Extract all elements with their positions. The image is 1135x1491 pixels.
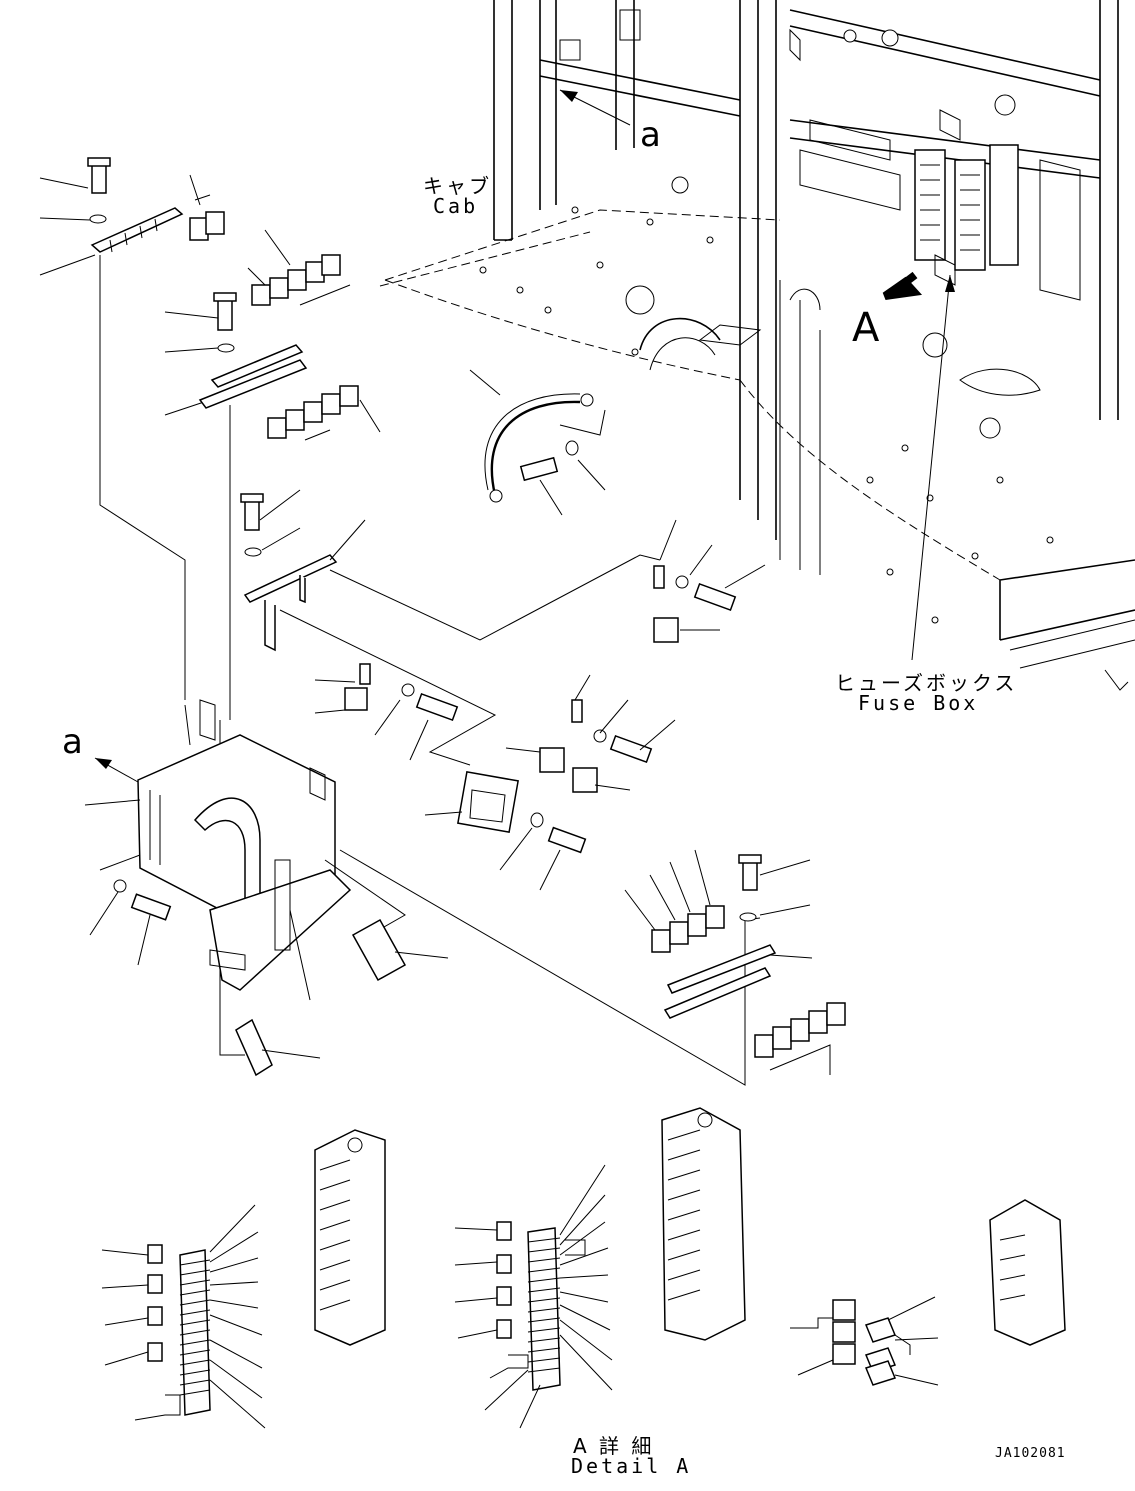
fuse-block-detail-center — [454, 1107, 746, 1429]
ground-cable — [469, 369, 606, 516]
ref-a-left: a — [62, 722, 83, 762]
cab-label-jp: キャブ — [423, 174, 492, 198]
fuse-box-label-jp: ヒューズボックス — [835, 671, 1018, 695]
relay-group-upper-left — [39, 157, 351, 700]
fuse-block-detail-right — [790, 1199, 1066, 1386]
detail-a-label-en: Detail A — [571, 1454, 692, 1478]
relay-mounting-bracket — [84, 699, 761, 1086]
view-a-marker: A — [852, 305, 880, 351]
relay-group-lower-right — [624, 849, 846, 1075]
reference-arrows — [94, 89, 955, 783]
drawing-code: JA102081 — [995, 1446, 1066, 1461]
ref-a-top: a — [640, 115, 661, 155]
fuse-block-detail-left — [101, 1129, 386, 1429]
upper-bracket — [240, 489, 661, 766]
detail-a-label-jp: A 詳 細 — [573, 1434, 655, 1458]
relay-group-middle-left — [164, 292, 381, 1056]
fuse-box-label-en: Fuse Box — [858, 691, 979, 715]
cab-label-en: Cab — [433, 194, 479, 218]
relay-parts-middle — [314, 519, 766, 891]
cab-frame — [379, 0, 1135, 691]
